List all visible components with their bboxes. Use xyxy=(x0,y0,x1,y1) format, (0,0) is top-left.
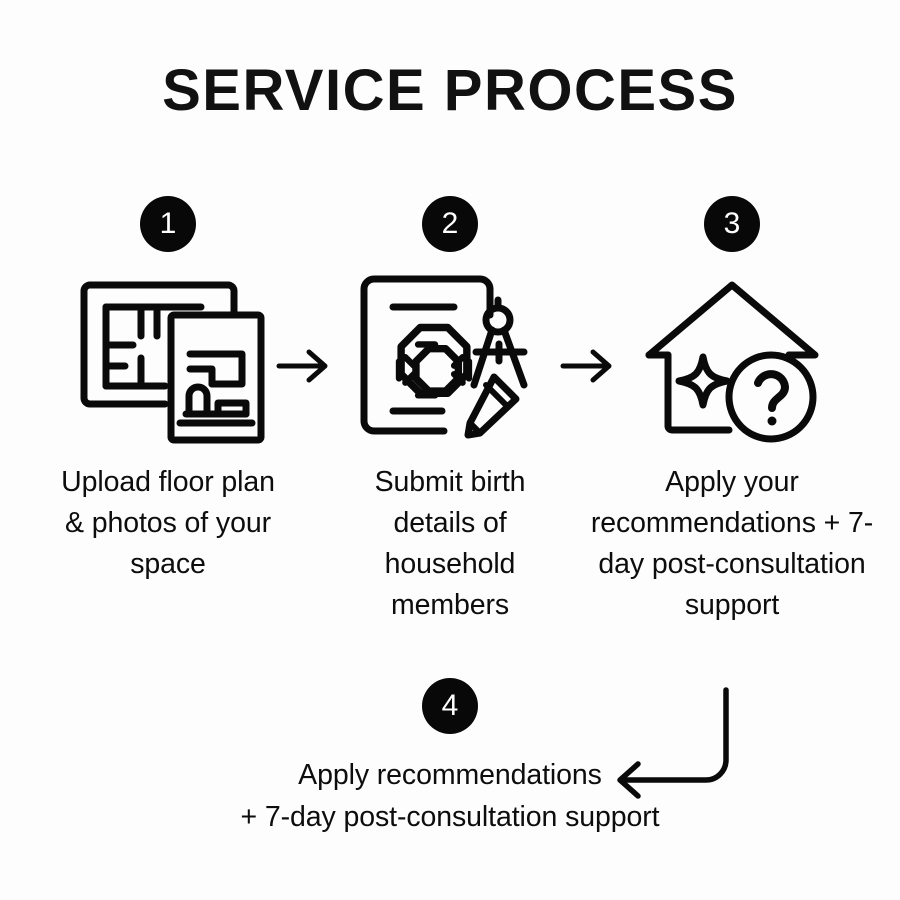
step-2: 2 xyxy=(307,196,593,626)
step-1-caption: Upload floor plan & photos of your space xyxy=(61,466,275,580)
step-1: 1 Upload floor plan & photos of your spa… xyxy=(25,196,311,585)
step-4-badge: 4 xyxy=(422,678,478,734)
bagua-compass-pencil-icon xyxy=(358,274,543,444)
arrow-step3-to-step4 xyxy=(600,676,760,806)
step-2-caption: Submit birth details of household member… xyxy=(374,466,526,621)
step-2-badge: 2 xyxy=(422,196,478,252)
floor-plan-overlay-document-icon xyxy=(166,310,266,445)
step-4-caption-line-1: Apply recommendations xyxy=(298,759,602,791)
step-4: 4 Apply recommendations + 7-day post-con… xyxy=(0,678,900,838)
step-1-badge: 1 xyxy=(140,196,196,252)
arrow-step1-to-step2 xyxy=(276,345,336,387)
house-sparkle-question-icon xyxy=(637,274,827,444)
step-3-badge: 3 xyxy=(704,196,760,252)
page-title: SERVICE PROCESS xyxy=(162,58,738,123)
floor-plan-document-icon xyxy=(73,274,263,444)
step-3: 3 Apply your recommendations + 7-day pos… xyxy=(589,196,875,626)
step-4-caption-line-2: + 7-day post-consultation support xyxy=(240,801,660,833)
arrow-step2-to-step3 xyxy=(560,345,620,387)
step-3-caption: Apply your recommendations + 7-day post-… xyxy=(590,466,874,621)
step-4-caption: Apply recommendations + 7-day post-consu… xyxy=(70,754,830,838)
